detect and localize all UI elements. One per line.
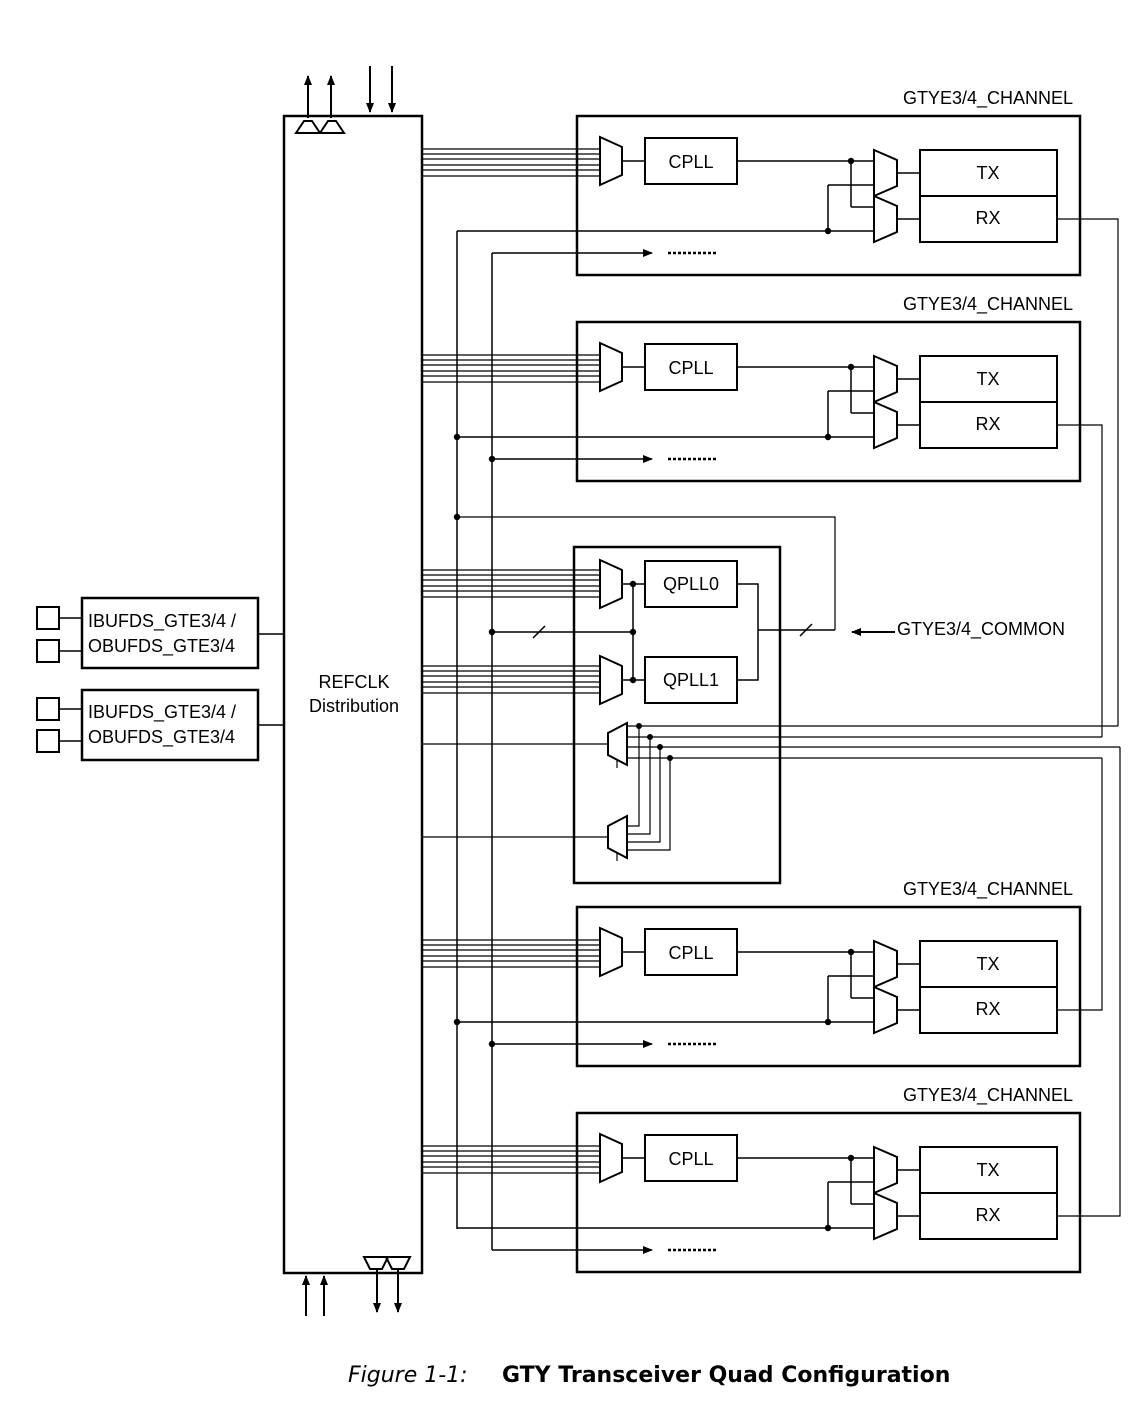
channel-1-title: GTYE3/4_CHANNEL: [903, 88, 1073, 109]
common-block: QPLL0 QPLL1 GTYE3/4_COMMON: [422, 513, 1120, 885]
channel-1-rx-label: RX: [975, 208, 1000, 228]
buffer-2-label-line2: OBUFDS_GTE3/4: [88, 727, 235, 748]
channel-block-1: GTYE3/4_CHANNEL CPLL TX RX: [422, 88, 1119, 726]
refclk-distribution-block: REFCLK Distribution: [282, 114, 424, 1275]
buffer-block-1: IBUFDS_GTE3/4 / OBUFDS_GTE3/4: [36, 596, 284, 670]
channel-2-pll-label: CPLL: [668, 358, 713, 378]
buffer-1-label-line1: IBUFDS_GTE3/4 /: [88, 611, 236, 632]
channel-3-tx-label: TX: [976, 954, 999, 974]
channel-2-title: GTYE3/4_CHANNEL: [903, 294, 1073, 315]
routing-buses: [456, 231, 493, 1250]
channel-2-tx-label: TX: [976, 369, 999, 389]
channel-3-title: GTYE3/4_CHANNEL: [903, 879, 1073, 900]
qpll1-label: QPLL1: [663, 670, 719, 690]
buffer-2-label-line1: IBUFDS_GTE3/4 /: [88, 702, 236, 723]
channel-block-3: GTYE3/4_CHANNEL CPLL TX RX: [422, 758, 1103, 1068]
channel-block-4: GTYE3/4_CHANNEL CPLL TX RX: [422, 747, 1121, 1274]
figure-number: Figure 1-1:: [348, 1363, 468, 1388]
buffer-block-2: IBUFDS_GTE3/4 / OBUFDS_GTE3/4: [36, 688, 284, 762]
channel-1-tx-label: TX: [976, 163, 999, 183]
channel-4-rx-label: RX: [975, 1205, 1000, 1225]
channel-3-rx-label: RX: [975, 999, 1000, 1019]
common-label: GTYE3/4_COMMON: [897, 619, 1065, 640]
qpll0-label: QPLL0: [663, 574, 719, 594]
channel-2-rx-label: RX: [975, 414, 1000, 434]
figure-title: GTY Transceiver Quad Configuration: [502, 1363, 950, 1388]
top-ports: [294, 66, 396, 134]
channel-1-pll-label: CPLL: [668, 152, 713, 172]
bottom-ports: [302, 1256, 412, 1316]
refclk-label-line1: REFCLK: [318, 672, 389, 692]
channel-4-pll-label: CPLL: [668, 1149, 713, 1169]
channel-block-2: GTYE3/4_CHANNEL CPLL TX RX: [422, 294, 1103, 737]
refclk-label-line2: Distribution: [309, 696, 399, 716]
channel-3-pll-label: CPLL: [668, 943, 713, 963]
figure-caption: Figure 1-1: GTY Transceiver Quad Configu…: [348, 1363, 950, 1388]
buffer-1-label-line2: OBUFDS_GTE3/4: [88, 636, 235, 657]
channel-4-tx-label: TX: [976, 1160, 999, 1180]
channel-4-title: GTYE3/4_CHANNEL: [903, 1085, 1073, 1106]
